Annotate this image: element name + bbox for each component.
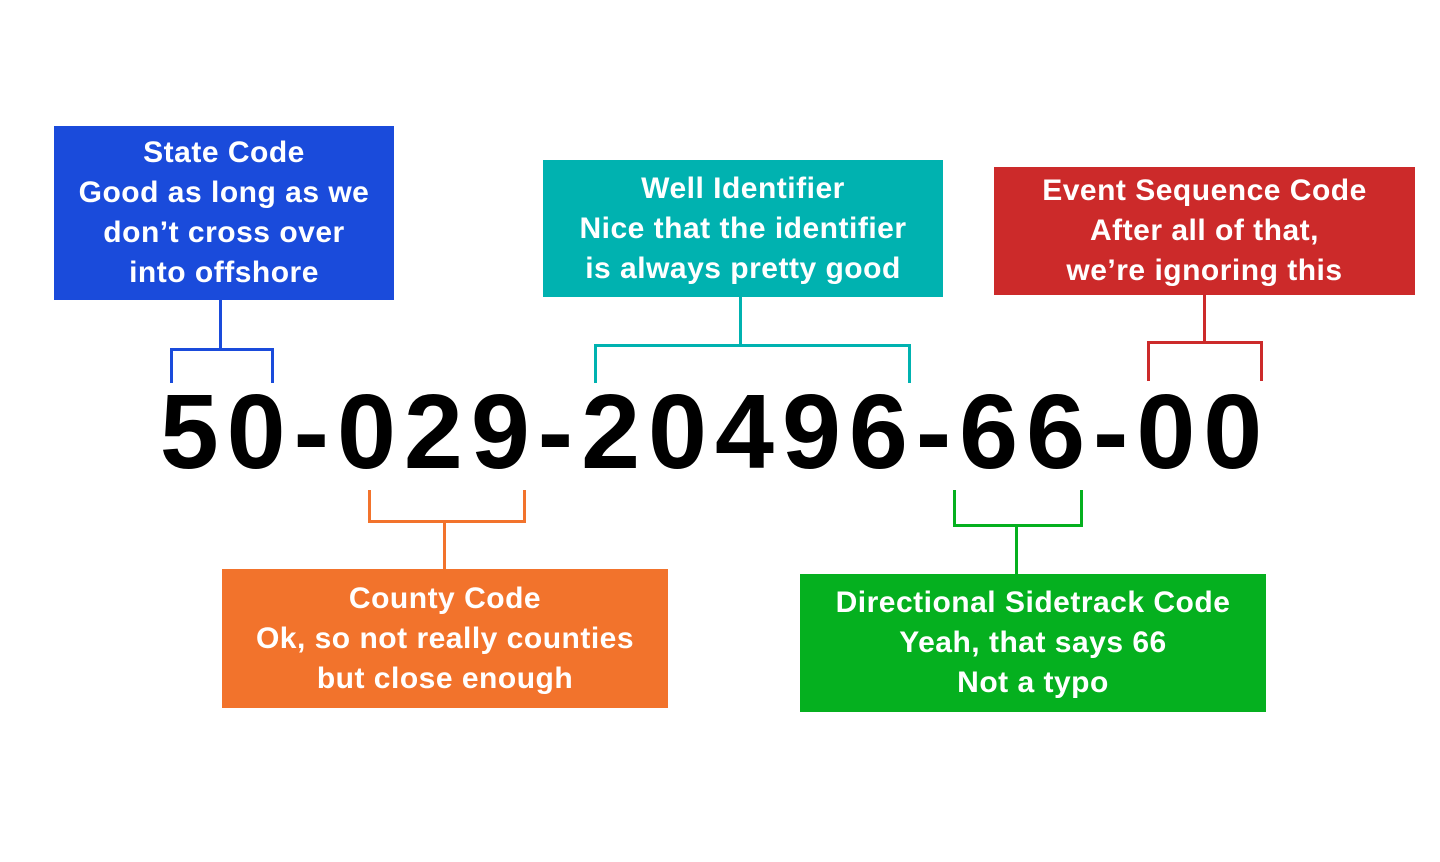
- callout-line: After all of that,: [1089, 214, 1319, 247]
- county-bracket: [368, 490, 526, 523]
- state-bracket-stem: [219, 300, 222, 349]
- event-bracket: [1147, 341, 1263, 381]
- county-bracket-stem: [443, 522, 446, 570]
- callout-line: Ok, so not really counties: [255, 621, 635, 655]
- directional-bracket-stem: [1015, 526, 1018, 575]
- event-sequence-callout: Event Sequence Code After all of that, w…: [994, 167, 1415, 295]
- state-code-callout: State Code Good as long as we don’t cros…: [54, 126, 394, 300]
- well-bracket-stem: [739, 297, 742, 346]
- directional-sidetrack-callout: Directional Sidetrack Code Yeah, that sa…: [800, 574, 1266, 712]
- event-bracket-stem: [1203, 295, 1206, 343]
- callout-title: County Code: [348, 581, 542, 615]
- callout-title: Directional Sidetrack Code: [835, 586, 1231, 619]
- callout-line: we’re ignoring this: [1066, 254, 1343, 287]
- directional-bracket: [953, 490, 1083, 527]
- callout-line: Not a typo: [957, 666, 1109, 699]
- callout-title: Well Identifier: [641, 171, 845, 205]
- callout-line: Yeah, that says 66: [899, 626, 1167, 659]
- callout-line: Good as long as we: [78, 176, 370, 209]
- state-bracket: [170, 348, 274, 383]
- callout-title: State Code: [143, 136, 305, 169]
- well-bracket: [594, 344, 911, 383]
- callout-line: is always pretty good: [585, 251, 901, 285]
- callout-line: but close enough: [316, 661, 574, 695]
- callout-line: Nice that the identifier: [579, 211, 907, 245]
- county-code-callout: County Code Ok, so not really counties b…: [222, 569, 668, 708]
- callout-line: into offshore: [129, 256, 319, 289]
- api-well-number: 50-029-20496-66-00: [159, 373, 1271, 491]
- callout-title: Event Sequence Code: [1042, 174, 1367, 207]
- callout-line: don’t cross over: [103, 216, 345, 249]
- well-identifier-callout: Well Identifier Nice that the identifier…: [543, 160, 943, 297]
